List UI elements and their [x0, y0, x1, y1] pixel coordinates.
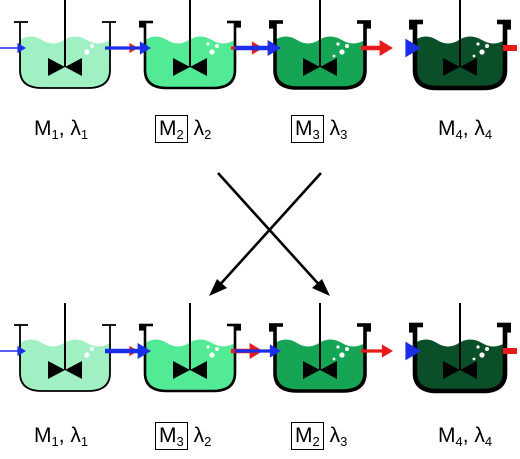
label-bottom-r1: M1, λ1: [34, 424, 89, 449]
port-right: [235, 22, 241, 28]
swap-arrow-r3-to-r2: [215, 172, 322, 290]
vessel-wall: [412, 22, 508, 91]
label-bottom-r3: M2 λ3: [291, 422, 347, 450]
port-left: [409, 325, 415, 333]
impeller-blade-right: [460, 58, 477, 76]
reactor-top-r2: [105, 0, 263, 90]
mass-box: M2: [155, 115, 188, 143]
swap-arrow-r2-to-r3: [217, 172, 324, 290]
port-left: [269, 22, 275, 29]
inlet-arrow-head: [269, 344, 281, 358]
impeller-blade-right: [190, 58, 207, 76]
impeller-blade-right: [65, 58, 82, 76]
bubble: [209, 49, 215, 55]
label-top-r4: M4, λ4: [438, 117, 493, 142]
inlet-arrow-head: [137, 342, 151, 360]
impeller-blade-right: [65, 361, 82, 379]
swap-arrow-r2-to-r3-head: [312, 279, 330, 296]
bubble: [479, 49, 485, 55]
inlet-arrow-head: [267, 39, 281, 57]
vessel-wall: [412, 325, 508, 394]
bubble: [90, 347, 94, 351]
bubble: [215, 44, 219, 48]
reactor-bottom-r3: [235, 303, 393, 393]
vessel-wall: [19, 22, 111, 89]
bubble: [215, 347, 219, 351]
bubble: [209, 352, 215, 358]
bubble: [472, 357, 476, 361]
bubble: [332, 54, 336, 58]
bubble: [345, 347, 349, 351]
reactor-top-r3: [235, 0, 393, 90]
bubble: [476, 345, 480, 349]
vessel-wall: [273, 22, 367, 90]
bubble: [339, 49, 345, 55]
reactors-layer: [0, 0, 517, 394]
outlet-arrow-head: [381, 344, 393, 358]
impeller-blade-left: [443, 58, 460, 76]
swap-arrows: [209, 172, 330, 296]
port-left: [139, 325, 145, 331]
outlet-arrow-head: [379, 39, 393, 57]
inlet-arrow-head: [405, 38, 421, 58]
vessel-wall: [143, 325, 237, 393]
label-top-r3: M3 λ3: [291, 115, 347, 143]
port-right: [235, 325, 241, 331]
bubble: [84, 49, 90, 55]
vessel-wall: [143, 22, 237, 90]
bubble: [336, 345, 340, 349]
bubble: [476, 42, 480, 46]
bubble: [90, 44, 94, 48]
impeller-blade-right: [320, 58, 337, 76]
mass-box: M2: [291, 422, 324, 450]
port-right: [505, 22, 511, 30]
bubble: [336, 42, 340, 46]
bubble: [485, 347, 489, 351]
reactor-bottom-r1: [0, 303, 138, 392]
impeller-blade-left: [48, 361, 65, 379]
impeller-blade-right: [190, 361, 207, 379]
port-left: [269, 325, 275, 332]
reactor-top-r1: [0, 0, 138, 89]
impeller-blade-left: [173, 58, 190, 76]
impeller-blade-right: [320, 361, 337, 379]
reactor-bottom-r2: [105, 303, 263, 393]
inlet-arrow-head: [139, 41, 151, 55]
reactor-bottom-r4: [405, 303, 517, 394]
label-top-r1: M1, λ1: [34, 117, 89, 142]
inlet-arrow-head: [17, 345, 26, 357]
bubble: [339, 352, 345, 358]
swap-arrow-r3-to-r2-head: [209, 279, 227, 296]
impeller-blade-left: [443, 361, 460, 379]
impeller-blade-left: [303, 58, 320, 76]
vessel-wall: [273, 325, 367, 393]
bubble: [345, 44, 349, 48]
mass-box: M3: [291, 115, 324, 143]
impeller-blade-right: [460, 361, 477, 379]
inlet-arrow-head: [17, 42, 26, 54]
port-right: [505, 325, 511, 333]
port-left: [139, 22, 145, 28]
bubble: [485, 44, 489, 48]
bubble: [206, 345, 210, 349]
impeller-blade-left: [173, 361, 190, 379]
bubble: [479, 352, 485, 358]
bubble: [206, 42, 210, 46]
impeller-blade-left: [303, 361, 320, 379]
port-right: [365, 325, 371, 332]
bubble: [472, 54, 476, 58]
vessel-wall: [19, 325, 111, 392]
mass-box: M3: [155, 422, 188, 450]
bubble: [84, 352, 90, 358]
port-right: [365, 22, 371, 29]
impeller-blade-left: [48, 58, 65, 76]
port-left: [409, 22, 415, 30]
reactor-top-r4: [405, 0, 517, 91]
bubble: [332, 357, 336, 361]
inlet-arrow-head: [405, 341, 421, 361]
label-bottom-r4: M4, λ4: [438, 424, 493, 449]
label-bottom-r2: M3 λ2: [155, 422, 211, 450]
label-top-r2: M2 λ2: [155, 115, 211, 143]
